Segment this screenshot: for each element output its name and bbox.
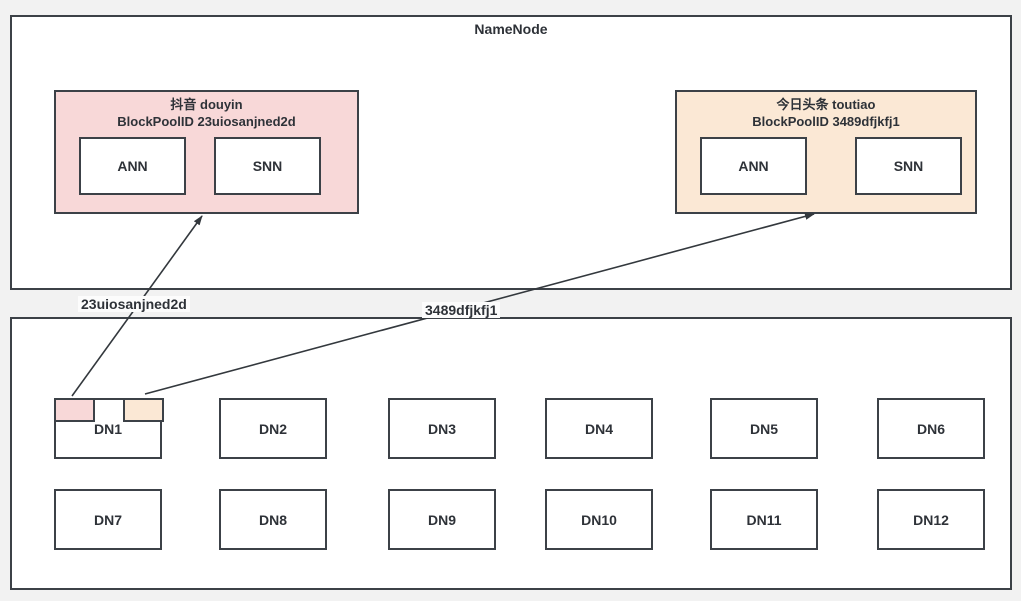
datanode-label: DN2 [258,420,287,437]
datanode-label: DN8 [258,511,287,528]
datanode-dn4: DN4 [545,398,653,459]
blockpool-toutiao-id: BlockPoolID 3489dfjkfj1 [752,114,900,129]
datanode-dn10: DN10 [545,489,653,550]
blockpool-toutiao: 今日头条 toutiao BlockPoolID 3489dfjkfj1 ANN… [675,90,977,214]
datanode-dn7: DN7 [54,489,162,550]
datanode-label: DN12 [913,511,949,528]
blockpool-toutiao-name: 今日头条 toutiao [776,97,876,112]
datanode-label: DN3 [427,420,456,437]
blockpool-douyin: 抖音 douyin BlockPoolID 23uiosanjned2d ANN… [54,90,359,214]
namenode-container: NameNode 抖音 douyin BlockPoolID 23uiosanj… [10,15,1012,290]
namenode-title: NameNode [474,21,548,37]
datanode-label: DN1 [93,420,122,437]
datanode-dn6: DN6 [877,398,985,459]
dn1-block-douyin [54,398,95,422]
toutiao-snn-node: SNN [855,137,962,195]
datanode-container: DN1 DN2 DN3 DN4 DN5 DN6 DN7 DN8 DN9 DN10… [10,317,1012,590]
blockpool-douyin-name: 抖音 douyin [170,97,243,112]
blockpool-douyin-id: BlockPoolID 23uiosanjned2d [117,114,296,129]
datanode-dn8: DN8 [219,489,327,550]
datanode-dn11: DN11 [710,489,818,550]
datanode-label: DN9 [427,511,456,528]
datanode-dn5: DN5 [710,398,818,459]
datanode-dn1: DN1 [54,398,164,459]
datanode-dn3: DN3 [388,398,496,459]
douyin-ann-node: ANN [79,137,186,195]
datanode-label: DN10 [581,511,617,528]
datanode-label: DN7 [93,511,122,528]
datanode-label: DN4 [584,420,613,437]
douyin-snn-node: SNN [214,137,321,195]
toutiao-ann-node: ANN [700,137,807,195]
datanode-dn12: DN12 [877,489,985,550]
dn1-block-toutiao [123,398,164,422]
datanode-dn9: DN9 [388,489,496,550]
datanode-label: DN5 [749,420,778,437]
datanode-dn2: DN2 [219,398,327,459]
edge-label-douyin-poolid: 23uiosanjned2d [78,296,190,312]
datanode-label: DN11 [746,511,782,528]
edge-label-toutiao-poolid: 3489dfjkfj1 [422,302,501,318]
datanode-label: DN6 [916,420,945,437]
